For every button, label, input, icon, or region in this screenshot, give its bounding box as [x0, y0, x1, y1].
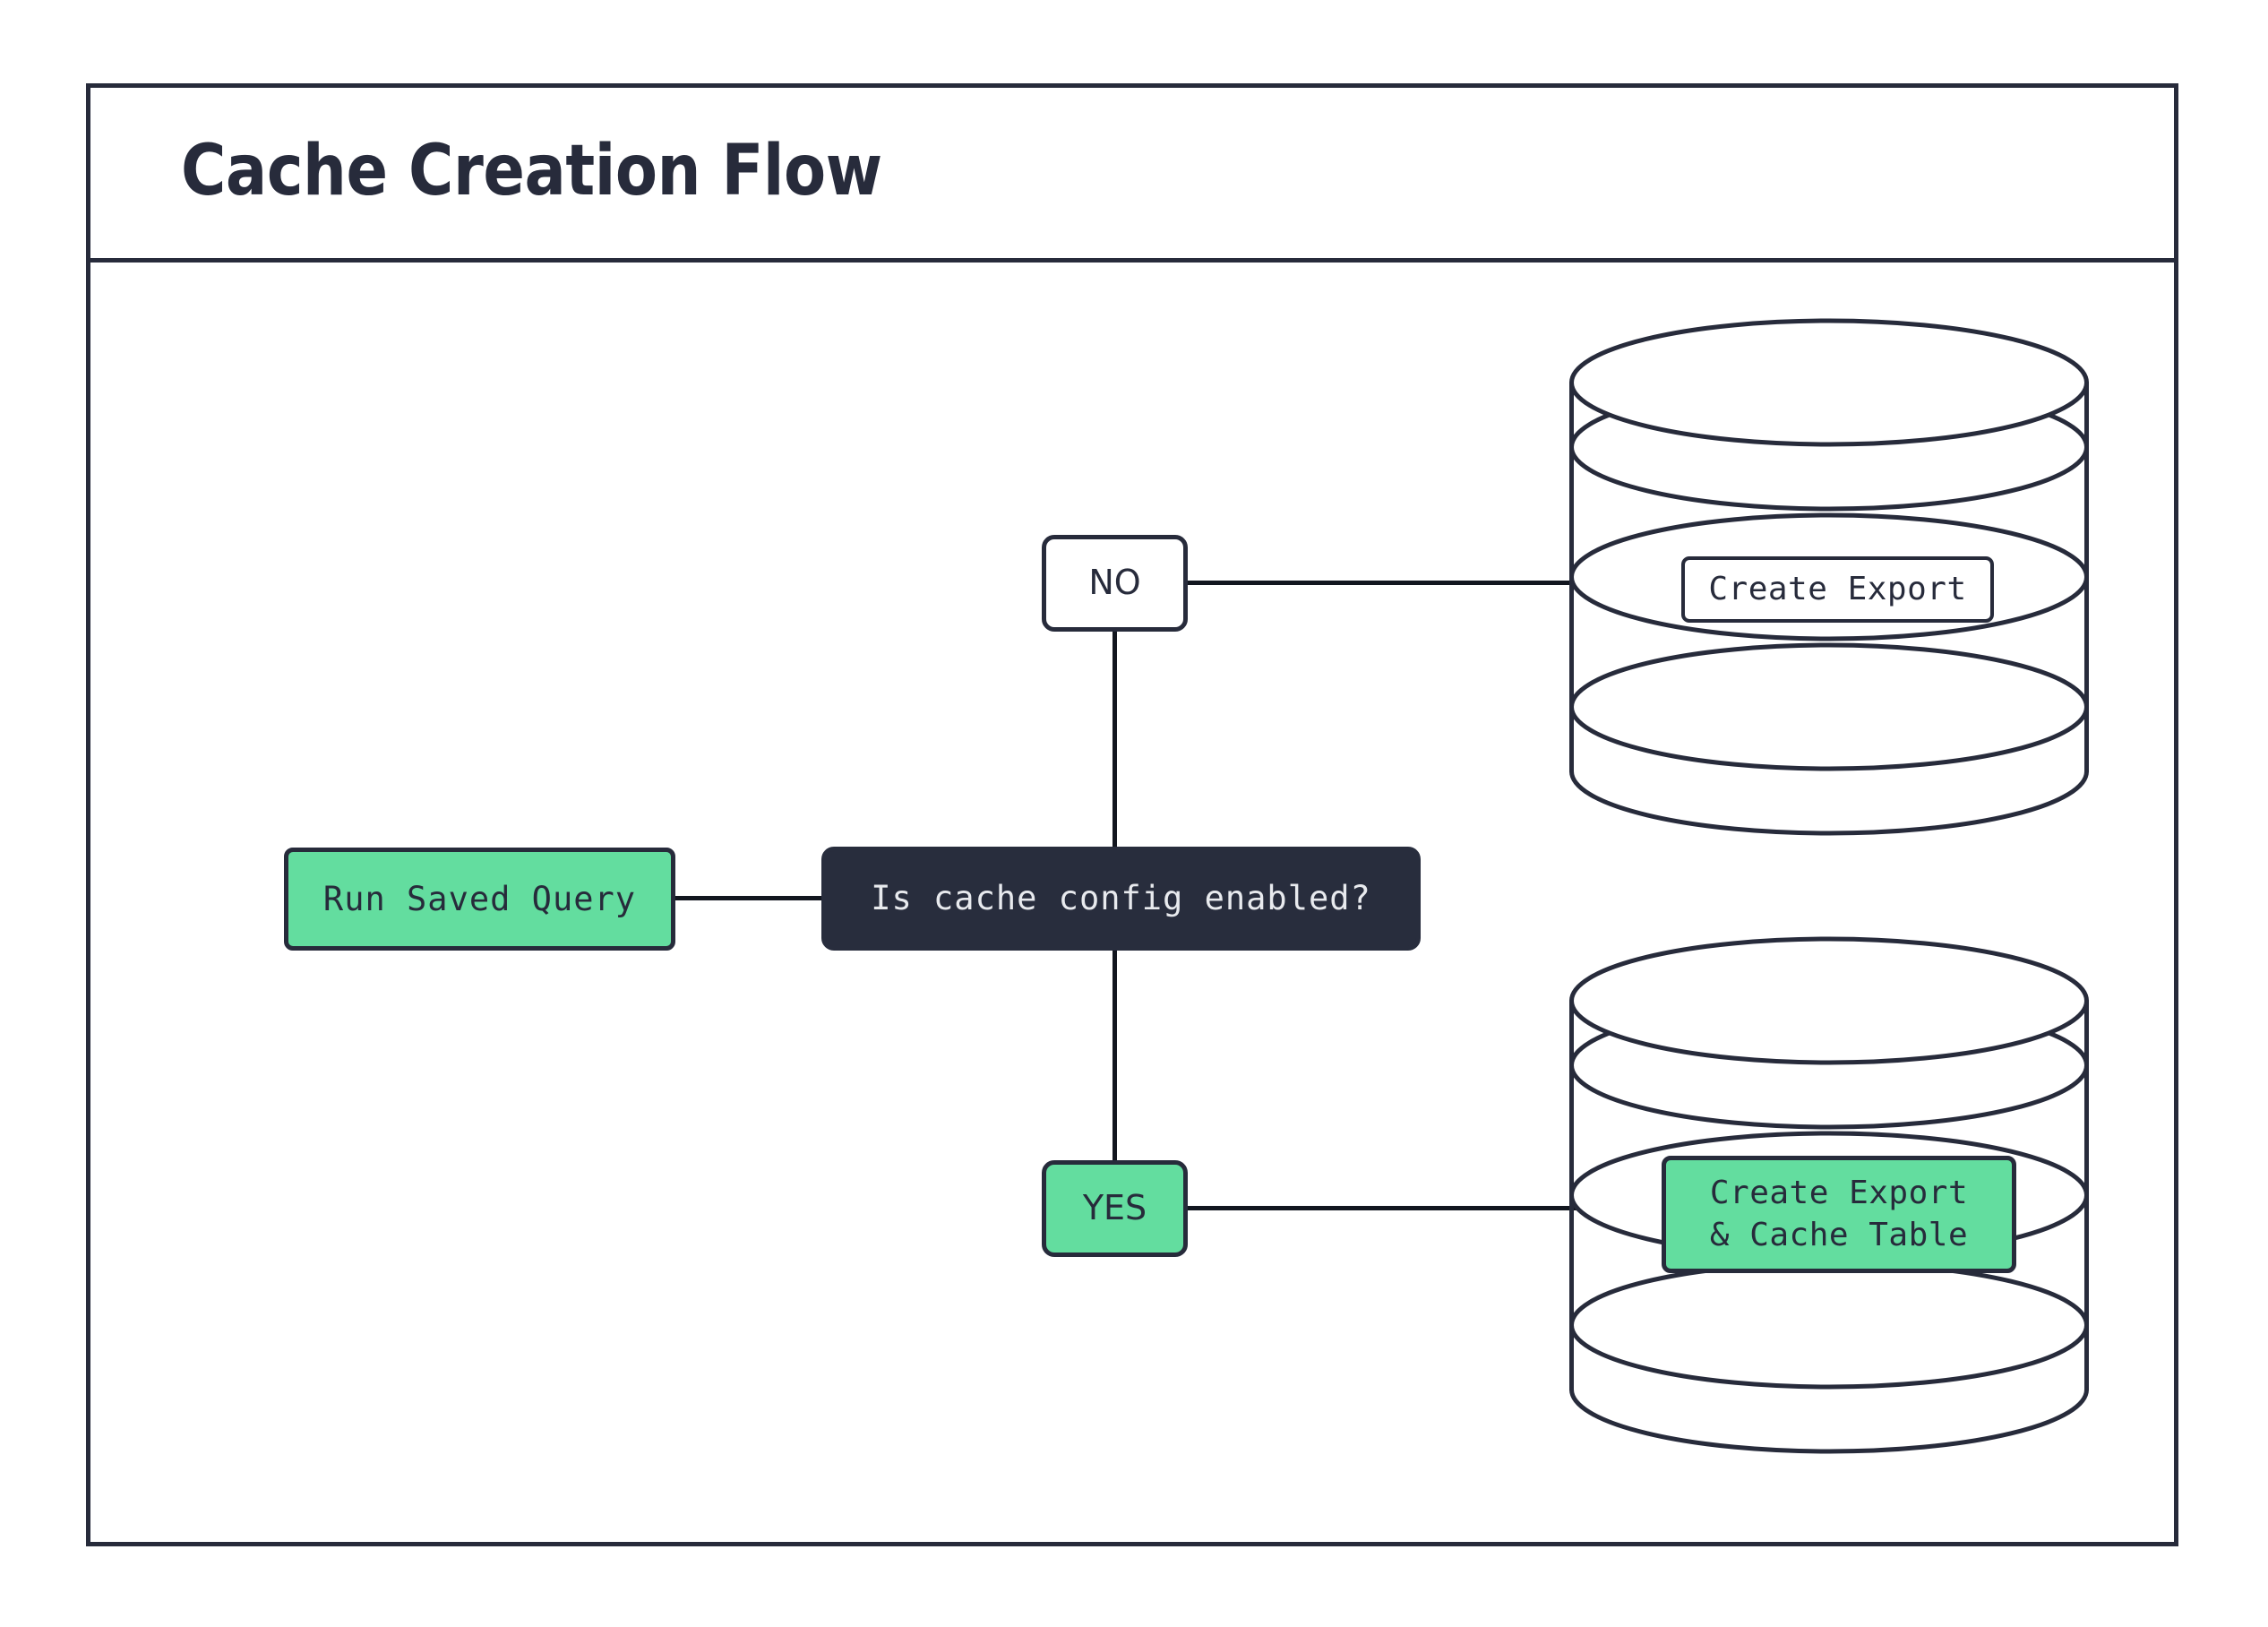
node-run-saved-query[interactable]: Run Saved Query [284, 848, 675, 951]
database-cylinder-top-shape [1569, 318, 2089, 836]
edge-label-no[interactable]: NO [1042, 535, 1188, 632]
node-create-export[interactable]: Create Export [1681, 556, 1994, 623]
database-cylinder-top [1569, 318, 2089, 838]
edge-label-yes[interactable]: YES [1042, 1160, 1188, 1257]
node-create-export-and-cache-table[interactable]: Create Export & Cache Table [1662, 1156, 2016, 1273]
edge-decision-to-yes [1113, 948, 1117, 1163]
edge-run-saved-query-to-decision [674, 896, 823, 900]
edge-no-to-database-top [1186, 581, 1577, 585]
node-is-cache-config-enabled[interactable]: Is cache config enabled? [821, 847, 1421, 951]
diagram-title: Cache Creation Flow [181, 130, 882, 211]
edge-yes-to-database-bottom [1186, 1206, 1577, 1210]
edge-decision-to-no [1113, 630, 1117, 849]
diagram-header: Cache Creation Flow [86, 83, 2178, 263]
